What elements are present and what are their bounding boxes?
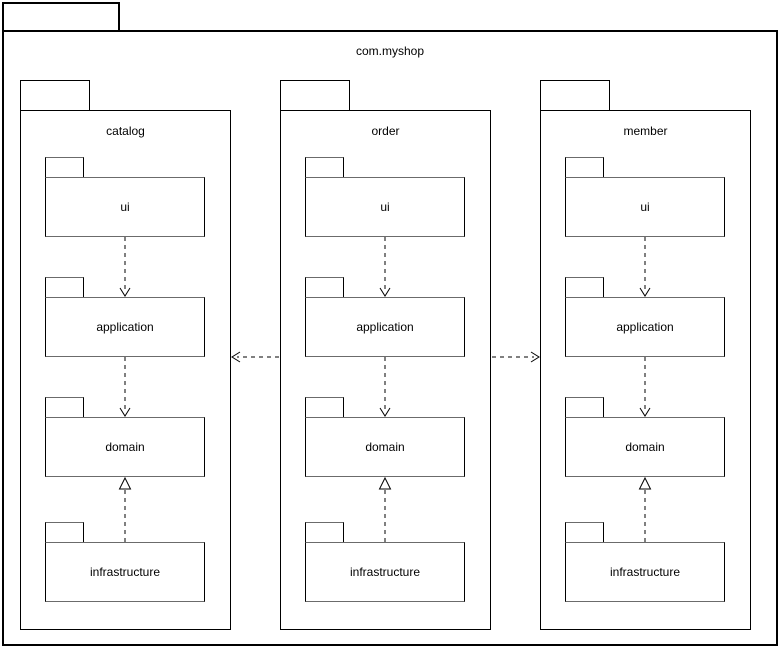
subpackage-order-ui: ui [305, 177, 465, 237]
subpackage-tab-member-ui [565, 157, 604, 178]
package-label-order: order [371, 124, 400, 138]
subpackage-label: domain [625, 440, 665, 454]
subpackage-label: domain [105, 440, 145, 454]
subpackage-label: application [616, 320, 674, 334]
subpackage-label: infrastructure [89, 565, 161, 579]
subpackage-label: domain [365, 440, 405, 454]
subpackage-tab-member-infrastructure [565, 522, 604, 543]
subpackage-tab-order-ui [305, 157, 344, 178]
package-tab-member [540, 80, 610, 111]
subpackage-label: ui [640, 200, 650, 214]
subpackage-order-domain: domain [305, 417, 465, 477]
package-tab-catalog [20, 80, 90, 111]
subpackage-label: ui [120, 200, 130, 214]
subpackage-catalog-infrastructure: infrastructure [45, 542, 205, 602]
subpackage-catalog-ui: ui [45, 177, 205, 237]
package-label-catalog: catalog [106, 124, 145, 138]
subpackage-order-application: application [305, 297, 465, 357]
subpackage-tab-catalog-infrastructure [45, 522, 84, 543]
subpackage-tab-order-application [305, 277, 344, 298]
package-label-member: member [623, 124, 668, 138]
subpackage-label: infrastructure [349, 565, 421, 579]
subpackage-tab-order-domain [305, 397, 344, 418]
subpackage-member-infrastructure: infrastructure [565, 542, 725, 602]
subpackage-label: application [356, 320, 414, 334]
package-tab-root [2, 2, 120, 32]
subpackage-tab-member-application [565, 277, 604, 298]
package-label-root: com.myshop [355, 44, 425, 58]
subpackage-tab-catalog-application [45, 277, 84, 298]
subpackage-member-ui: ui [565, 177, 725, 237]
subpackage-order-infrastructure: infrastructure [305, 542, 465, 602]
subpackage-tab-order-infrastructure [305, 522, 344, 543]
subpackage-label: application [96, 320, 154, 334]
subpackage-label: ui [380, 200, 390, 214]
subpackage-tab-catalog-ui [45, 157, 84, 178]
subpackage-catalog-domain: domain [45, 417, 205, 477]
subpackage-tab-catalog-domain [45, 397, 84, 418]
subpackage-tab-member-domain [565, 397, 604, 418]
package-tab-order [280, 80, 350, 111]
subpackage-label: infrastructure [609, 565, 681, 579]
subpackage-member-application: application [565, 297, 725, 357]
subpackage-catalog-application: application [45, 297, 205, 357]
subpackage-member-domain: domain [565, 417, 725, 477]
